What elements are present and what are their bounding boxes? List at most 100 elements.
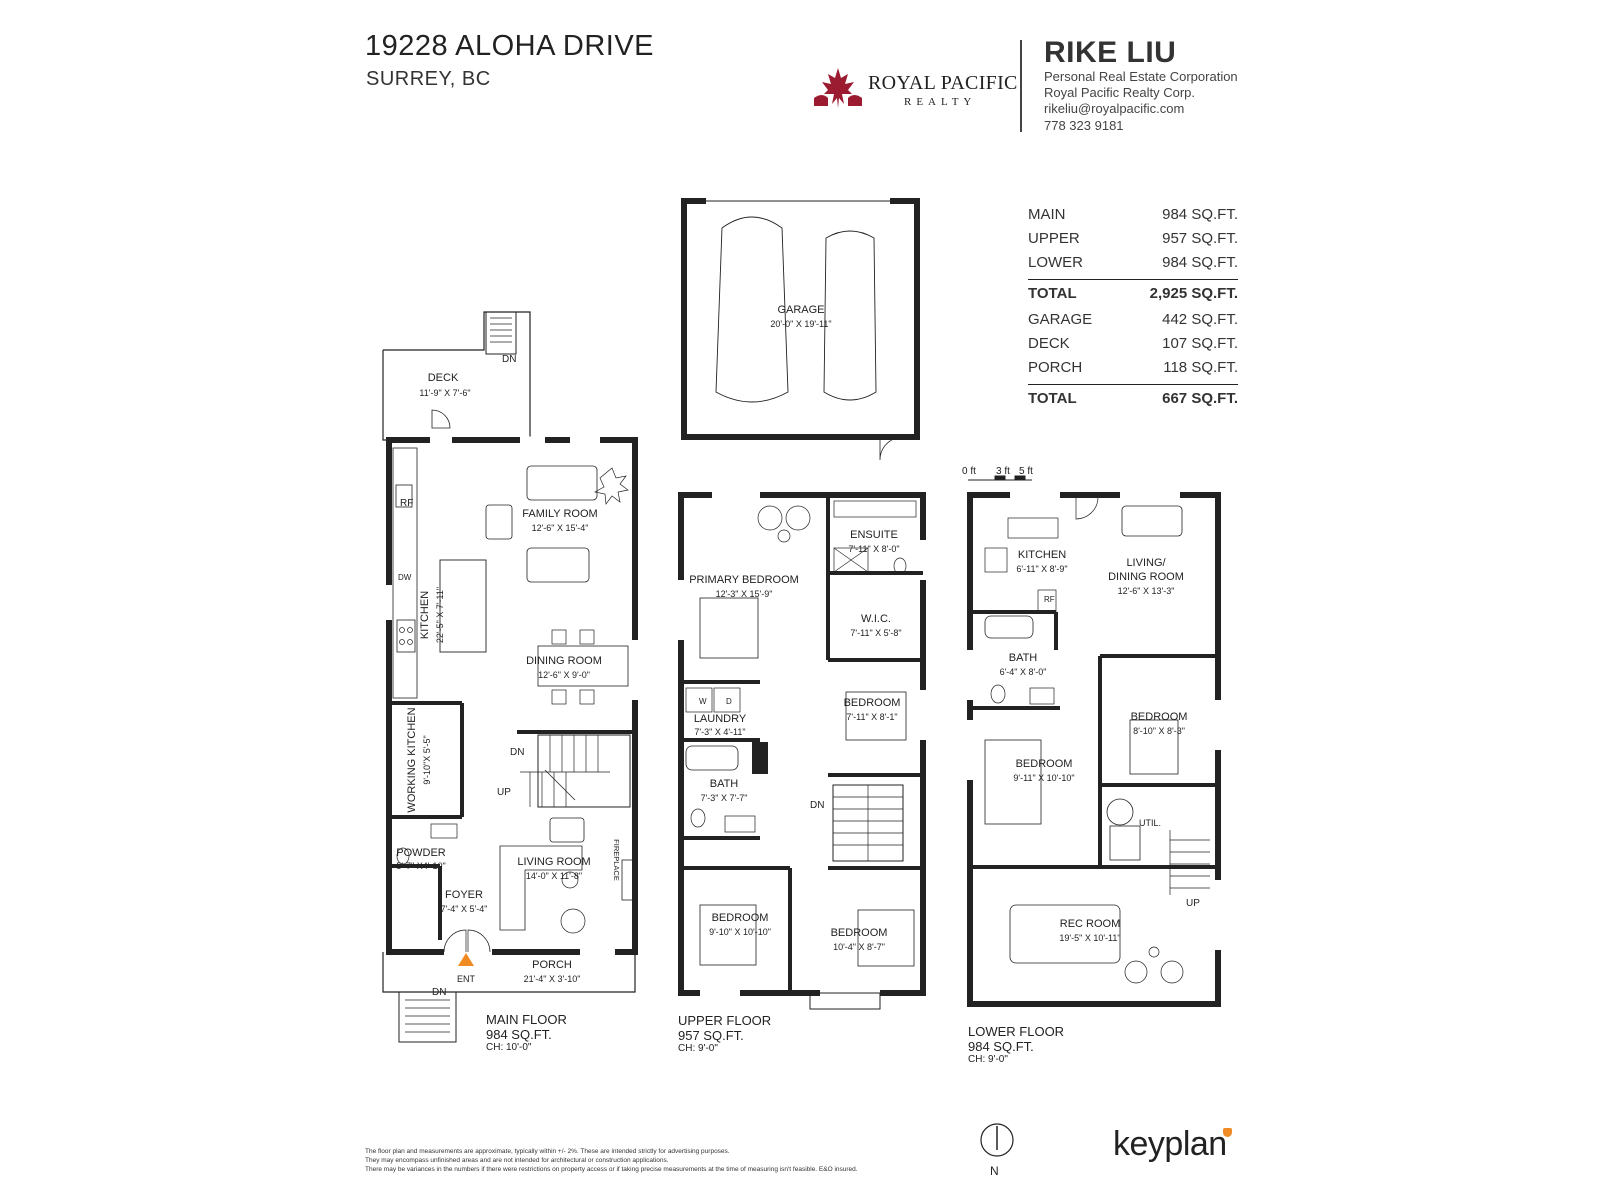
- appliance-rf: RF: [400, 498, 413, 509]
- property-address: 19228 ALOHA DRIVE: [365, 30, 654, 62]
- ceiling-height: CH: 9'-0": [968, 1054, 1008, 1065]
- upper-floor-plan: [677, 491, 927, 1010]
- room-dims: 9'-10" X 10'-10": [709, 927, 771, 937]
- room-dims: 21'-4" X 3'-10": [524, 974, 581, 984]
- total-label: TOTAL: [1028, 285, 1077, 302]
- washer-label: W: [699, 697, 707, 706]
- area-label: MAIN: [1028, 206, 1066, 223]
- ceiling-height: CH: 10'-0": [486, 1042, 532, 1053]
- stair-dn: DN: [502, 354, 516, 365]
- total-value: 2,925 SQ.FT.: [1149, 285, 1238, 302]
- room-name: KITCHEN: [1018, 549, 1066, 561]
- fireplace-label: FIREPLACE: [612, 839, 621, 881]
- garage-plan: [681, 197, 920, 461]
- lower-floor-caption: LOWER FLOOR 984 SQ.FT. CH: 9'-0": [968, 1024, 1064, 1065]
- room-name: ENSUITE: [850, 529, 898, 541]
- disclaimer-line: They may encompass unfinished areas and …: [365, 1157, 669, 1164]
- room-dims: 9'-10"X 5'-5": [422, 735, 432, 784]
- room-name: LIVING/: [1126, 557, 1166, 569]
- room-name: BATH: [710, 778, 739, 790]
- floor-area: 957 SQ.FT.: [678, 1028, 744, 1043]
- floor-title: UPPER FLOOR: [678, 1013, 772, 1028]
- scale-label-5: 5 ft: [1019, 466, 1033, 477]
- room-dims: 6'-4" X 8'-0": [1000, 667, 1047, 677]
- area-label: GARAGE: [1028, 311, 1093, 328]
- room-dims: 22'-5" X 7'-11": [435, 587, 445, 643]
- room-name: GARAGE: [777, 304, 824, 316]
- room-name: BEDROOM: [1131, 711, 1188, 723]
- property-city: SURREY, BC: [366, 68, 491, 90]
- appliance-rf: RF: [1044, 595, 1055, 604]
- room-name: PRIMARY BEDROOM: [689, 574, 799, 586]
- stair-up: UP: [497, 787, 511, 798]
- room-name: LIVING ROOM: [517, 856, 590, 868]
- keyplan-logo: keyplan: [1113, 1125, 1227, 1163]
- agent-email: rikeliu@royalpacific.com: [1044, 101, 1185, 116]
- total-label: TOTAL: [1028, 390, 1077, 407]
- room-dims: 6'-11" X 8'-9": [1016, 564, 1067, 574]
- room-name: PORCH: [532, 959, 572, 971]
- room-name: DECK: [428, 372, 459, 384]
- royal-pacific-logo: [814, 68, 862, 108]
- util-label: UTIL.: [1139, 818, 1161, 828]
- area-label: DECK: [1028, 335, 1070, 352]
- compass-north-label: N: [990, 1164, 999, 1178]
- area-value: 118 SQ.FT.: [1163, 359, 1238, 376]
- room-name: BATH: [1009, 652, 1038, 664]
- scale-label-0: 0 ft: [962, 466, 976, 477]
- room-dims: 19'-5" X 10'-11": [1059, 933, 1120, 943]
- room-dims: 7'-3" X 4'-11": [694, 727, 745, 737]
- room-name-2: DINING ROOM: [1108, 571, 1184, 583]
- agent-phone: 778 323 9181: [1044, 118, 1124, 133]
- disclaimer-line: The floor plan and measurements are appr…: [365, 1148, 730, 1155]
- room-name: BEDROOM: [831, 927, 888, 939]
- room-name: BEDROOM: [844, 697, 901, 709]
- total-value: 667 SQ.FT.: [1162, 390, 1238, 407]
- agent-company: Royal Pacific Realty Corp.: [1044, 85, 1195, 100]
- area-label: LOWER: [1028, 254, 1084, 271]
- ceiling-height: CH: 9'-0": [678, 1043, 718, 1054]
- entry-label: ENT: [457, 974, 476, 984]
- floor-area: 984 SQ.FT.: [968, 1039, 1034, 1054]
- room-name: LAUNDRY: [694, 713, 747, 725]
- area-value: 442 SQ.FT.: [1162, 311, 1238, 328]
- room-dims: 12'-3" X 15'-9": [716, 589, 773, 599]
- room-dims: 7'-4" X 5'-4": [441, 904, 488, 914]
- main-floor-labels: DECK 11'-9" X 7'-6" DN RF DW FAMILY ROOM…: [396, 354, 621, 998]
- room-dims: 20'-0" X 19'-11": [770, 319, 831, 329]
- main-floor-caption: MAIN FLOOR 984 SQ.FT. CH: 10'-0": [486, 1012, 567, 1053]
- room-name: W.I.C.: [861, 613, 891, 625]
- brand-subname: REALTY: [904, 96, 977, 108]
- appliance-dw: DW: [398, 573, 412, 582]
- room-name: KITCHEN: [419, 591, 431, 639]
- room-name: DINING ROOM: [526, 655, 602, 667]
- room-dims: 5'-7" X4'-10": [396, 861, 445, 871]
- stair-up: UP: [1186, 898, 1200, 909]
- room-dims: 7'-11" X 8'-1": [846, 712, 897, 722]
- area-label: UPPER: [1028, 230, 1080, 247]
- agent-title: Personal Real Estate Corporation: [1044, 69, 1238, 84]
- scale-bar: [968, 475, 1032, 481]
- room-dims: 10'-4" X 8'-7": [833, 942, 885, 952]
- floor-title: MAIN FLOOR: [486, 1012, 567, 1027]
- area-value: 107 SQ.FT.: [1162, 335, 1238, 352]
- room-dims: 7'-3" X 7'-7": [701, 793, 748, 803]
- entry-marker-icon: [458, 953, 474, 966]
- upper-floor-caption: UPPER FLOOR 957 SQ.FT. CH: 9'-0": [678, 1013, 771, 1054]
- floor-area: 984 SQ.FT.: [486, 1027, 552, 1042]
- dryer-label: D: [726, 697, 732, 706]
- lower-floor-plan: [966, 491, 1222, 1007]
- keyplan-logo-icon: [1223, 1128, 1232, 1137]
- room-name: FAMILY ROOM: [522, 508, 597, 520]
- area-value: 984 SQ.FT.: [1162, 254, 1238, 271]
- disclaimer: The floor plan and measurements are appr…: [365, 1147, 925, 1174]
- agent-name: RIKE LIU: [1044, 36, 1177, 69]
- scale-label-3: 3 ft: [996, 466, 1010, 477]
- room-name: FOYER: [445, 889, 483, 901]
- lower-floor-labels: KITCHEN 6'-11" X 8'-9" RF LIVING/ DINING…: [1000, 549, 1201, 943]
- room-name: BEDROOM: [1016, 758, 1073, 770]
- disclaimer-line: There may be variances in the numbers if…: [365, 1166, 858, 1173]
- room-name: WORKING KITCHEN: [406, 707, 418, 812]
- north-compass-icon: [980, 1123, 1014, 1157]
